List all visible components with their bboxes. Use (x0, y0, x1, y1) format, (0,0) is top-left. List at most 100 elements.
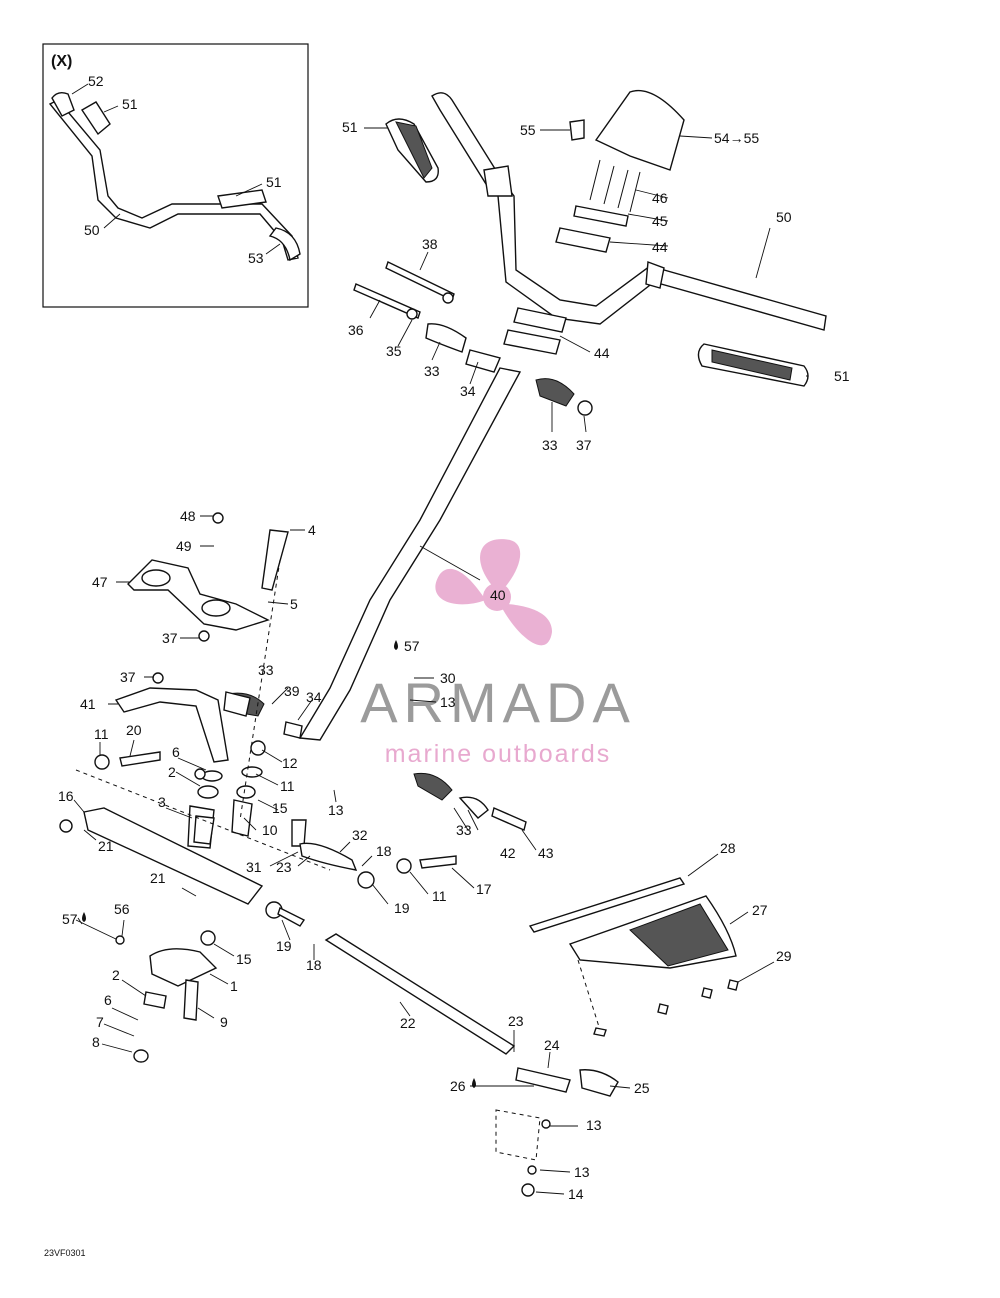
callout: 35 (386, 343, 402, 359)
steering-column (298, 323, 593, 741)
upper-bolts (353, 261, 455, 320)
inset-handlebar (48, 91, 301, 262)
callout: 27 (752, 902, 768, 918)
watermark-title: ARMADA (360, 671, 636, 734)
bracket-47 (127, 512, 289, 642)
callout: 7 (96, 1014, 104, 1030)
callout: 47 (92, 574, 108, 590)
callout: 48 (180, 508, 196, 524)
callout: 5 (290, 596, 298, 612)
bracket-41 (114, 672, 265, 763)
callout: 4 (308, 522, 316, 538)
callout: 23 (276, 859, 292, 875)
callout: 1 (230, 978, 238, 994)
callout: 13 (328, 802, 344, 818)
callout: 56 (114, 901, 130, 917)
callout: 26 (450, 1078, 466, 1094)
callout: 51 (266, 174, 282, 190)
callout: 24 (544, 1037, 560, 1053)
callout: 3 (158, 794, 166, 810)
callout: 15 (236, 951, 252, 967)
callout: 14 (568, 1186, 584, 1202)
callout: 33 (258, 662, 274, 678)
callout: 2 (112, 967, 120, 983)
callout: 46 (652, 190, 668, 206)
callout: 19 (276, 938, 292, 954)
lubricant-symbols (82, 640, 476, 1088)
handlebar (431, 92, 827, 331)
callout-labels: 52 51 51 50 53 51 55 54→55 46 45 50 44 3… (58, 73, 850, 1202)
callout: 16 (58, 788, 74, 804)
mid-parts (59, 559, 527, 889)
callout: 50 (84, 222, 100, 238)
callout: 36 (348, 322, 364, 338)
handlebar-cover (503, 89, 685, 355)
fasteners (115, 768, 739, 1175)
callout: 34 (460, 383, 476, 399)
callout: 21 (98, 838, 114, 854)
callout: 50 (776, 209, 792, 225)
callout: 32 (352, 827, 368, 843)
footer-code: 23VF0301 (44, 1248, 86, 1258)
callout: 49 (176, 538, 192, 554)
grips (385, 118, 809, 387)
callout: 11 (280, 778, 295, 794)
callout: 15 (272, 800, 288, 816)
callout: 9 (220, 1014, 228, 1030)
callout: 43 (538, 845, 554, 861)
callout: 19 (394, 900, 410, 916)
callout: 45 (652, 213, 668, 229)
callout: 13 (440, 694, 456, 710)
callout: 40 (490, 587, 506, 603)
callout: 51 (122, 96, 138, 112)
callout: 20 (126, 722, 142, 738)
callout: 30 (440, 670, 456, 686)
callout: 22 (400, 1015, 416, 1031)
inset-frame (42, 43, 309, 308)
callout: 42 (500, 845, 516, 861)
callout: 10 (262, 822, 278, 838)
watermark-subtitle: marine outboards (385, 740, 612, 768)
callout: 25 (634, 1080, 650, 1096)
callout: 17 (476, 881, 492, 897)
callout: 33 (456, 822, 472, 838)
callout: 37 (576, 437, 592, 453)
callout: 53 (248, 250, 264, 266)
callout: 52 (88, 73, 104, 89)
callout: 57 (62, 911, 78, 927)
callout: 37 (162, 630, 178, 646)
callout: 18 (376, 843, 392, 859)
tie-rod (265, 819, 619, 1197)
callout: 39 (284, 683, 300, 699)
callout: 13 (586, 1117, 602, 1133)
callout: 44 (652, 239, 668, 255)
callout: 6 (172, 744, 180, 760)
callout: 13 (574, 1164, 590, 1180)
callout: 57 (404, 638, 420, 654)
watermark-logo (435, 539, 552, 646)
callout: 37 (120, 669, 136, 685)
leader-lines (71, 83, 808, 1195)
steering-boot (528, 877, 737, 1031)
callout: 54→55 (714, 130, 759, 146)
callout: 38 (422, 236, 438, 252)
callout: 33 (424, 363, 440, 379)
callout: 34 (306, 689, 322, 705)
callout: 28 (720, 840, 736, 856)
inset-label: (X) (51, 53, 72, 70)
callout: 18 (306, 957, 322, 973)
callout: 51 (834, 368, 850, 384)
callout: 41 (80, 696, 96, 712)
callout: 29 (776, 948, 792, 964)
callout: 51 (342, 119, 358, 135)
callout: 21 (150, 870, 166, 886)
callout: 31 (246, 859, 262, 875)
callout: 23 (508, 1013, 524, 1029)
callout: 55 (520, 122, 536, 138)
callout: 44 (594, 345, 610, 361)
callout: 8 (92, 1034, 100, 1050)
callout: 12 (282, 755, 298, 771)
callout: 6 (104, 992, 112, 1008)
callout: 33 (542, 437, 558, 453)
